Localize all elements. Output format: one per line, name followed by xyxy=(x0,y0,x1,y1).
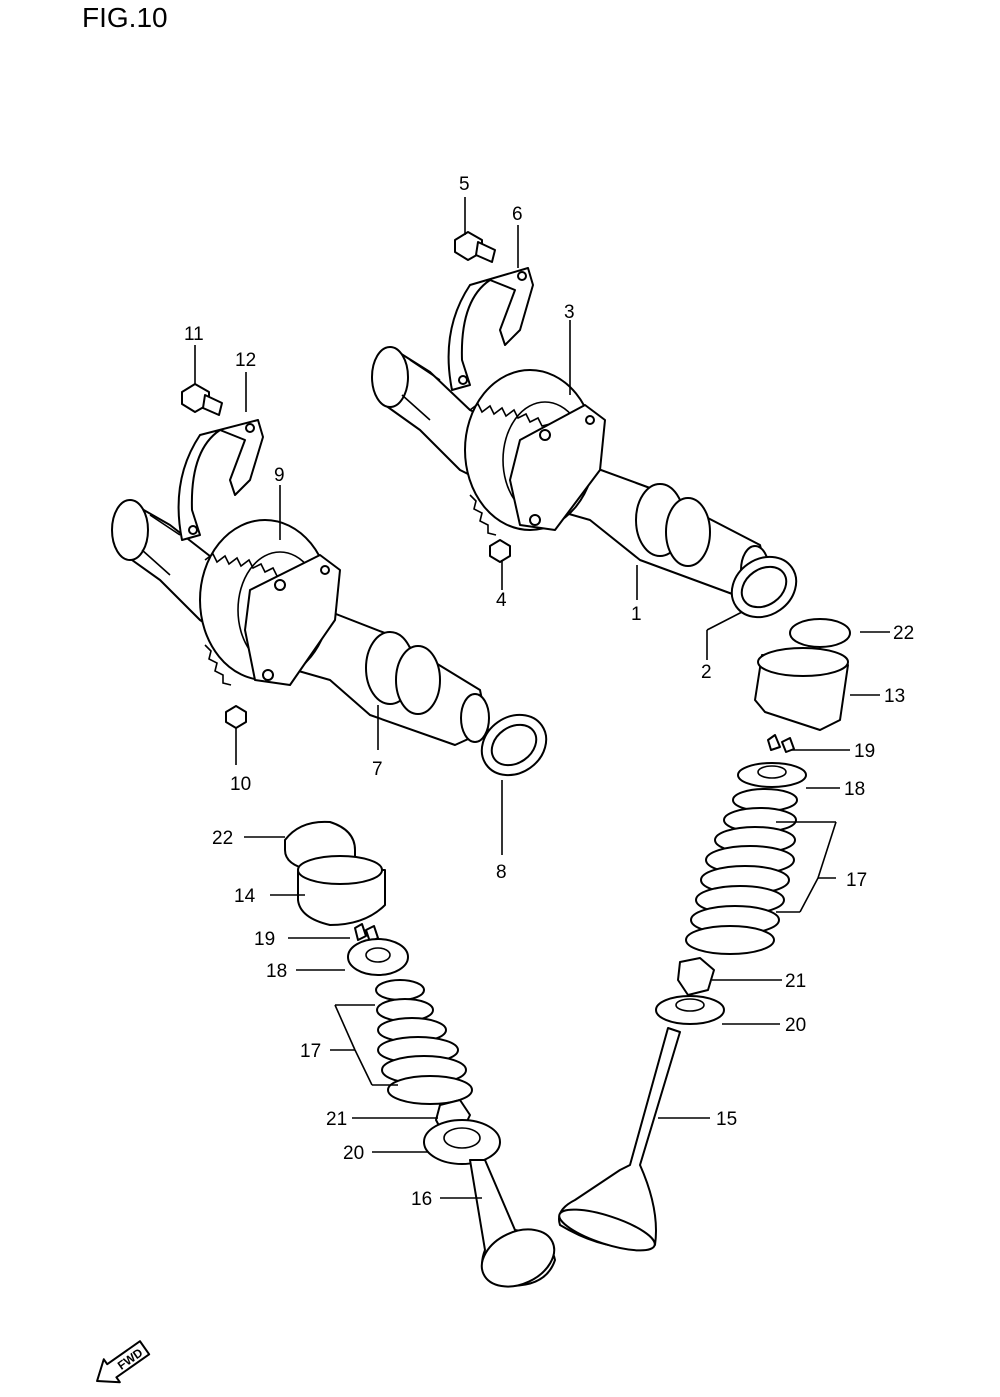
callout-7: 7 xyxy=(372,759,383,780)
callout-12: 12 xyxy=(235,350,256,371)
callout-16: 16 xyxy=(411,1189,432,1210)
bolt-11 xyxy=(181,383,223,416)
retainer-18-right xyxy=(737,762,807,788)
callout-14: 14 xyxy=(234,886,256,907)
pin-10 xyxy=(225,705,247,729)
figure-title: FIG.10 xyxy=(82,2,168,33)
callout-10: 10 xyxy=(230,774,251,795)
callout-9: 9 xyxy=(274,465,285,486)
callout-20-left: 20 xyxy=(343,1143,364,1164)
callout-2: 2 xyxy=(701,662,712,683)
callout-15: 15 xyxy=(716,1109,737,1130)
spring-17-right xyxy=(685,788,798,955)
washer-2 xyxy=(730,555,798,619)
pin-4 xyxy=(489,539,511,563)
retainer-18-left xyxy=(347,938,409,976)
seat-20-right xyxy=(655,995,725,1025)
washer-8 xyxy=(480,713,548,777)
callout-22-left: 22 xyxy=(212,828,233,849)
cotter-19-left xyxy=(354,923,379,943)
fwd-arrow-icon: FWD xyxy=(96,1340,151,1384)
callout-19-left: 19 xyxy=(254,929,275,950)
cotter-19-right xyxy=(767,734,795,753)
valve-train-right xyxy=(558,618,851,1252)
shim-22-right xyxy=(789,618,851,648)
camshaft-assembly-left xyxy=(111,499,490,746)
camshaft-assembly-right xyxy=(371,346,771,596)
spring-17-left xyxy=(375,979,473,1105)
callout-21-right: 21 xyxy=(785,971,806,992)
callout-19-right: 19 xyxy=(854,741,875,762)
callout-13: 13 xyxy=(884,686,905,707)
leader-lines xyxy=(194,197,890,1199)
callout-labels: 5 6 3 11 12 9 4 1 2 22 13 19 18 17 21 20… xyxy=(184,174,914,1210)
callout-18-right: 18 xyxy=(844,779,865,800)
callout-20-right: 20 xyxy=(785,1015,806,1036)
callout-8: 8 xyxy=(496,862,507,883)
callout-17-left: 17 xyxy=(300,1041,321,1062)
callout-22-right: 22 xyxy=(893,623,914,644)
seat-20-left xyxy=(423,1119,501,1165)
valve-train-left xyxy=(284,820,556,1288)
callout-3: 3 xyxy=(564,302,575,323)
callout-17-right: 17 xyxy=(846,870,867,891)
chain-guide-12 xyxy=(177,419,264,541)
callout-4: 4 xyxy=(496,590,507,611)
chain-guide-6 xyxy=(447,267,534,391)
callout-6: 6 xyxy=(512,204,523,225)
tappet-14 xyxy=(297,869,386,926)
callout-11: 11 xyxy=(184,324,204,345)
callout-5: 5 xyxy=(459,174,470,195)
callout-21-left: 21 xyxy=(326,1109,347,1130)
callout-18-left: 18 xyxy=(266,961,287,982)
seal-21-right xyxy=(677,957,715,996)
bolt-5 xyxy=(454,231,496,263)
callout-1: 1 xyxy=(631,604,642,625)
